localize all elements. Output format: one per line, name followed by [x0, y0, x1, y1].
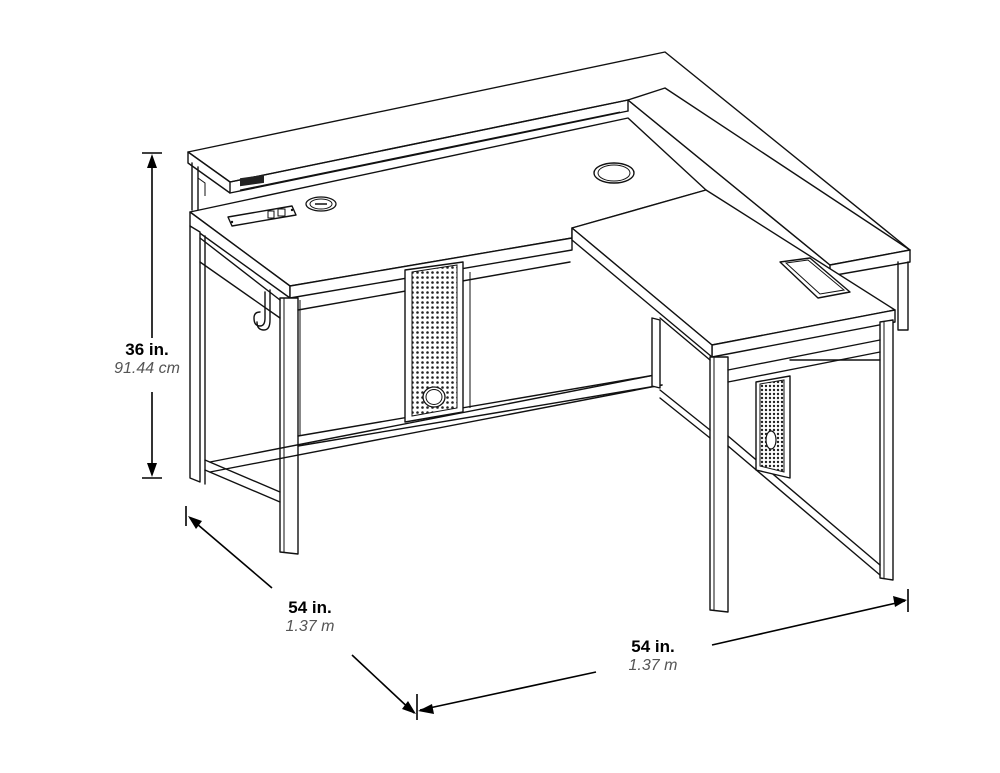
cable-management-tray — [779, 257, 851, 299]
width-imperial: 54 in. — [631, 637, 675, 656]
height-dimension-line — [142, 152, 162, 479]
wireless-charging-pad — [305, 196, 337, 212]
width-dimension-line — [418, 589, 909, 714]
height-imperial: 36 in. — [125, 340, 169, 359]
width-metric: 1.37 m — [628, 656, 678, 674]
cable-grommet — [593, 162, 635, 184]
depth-label: 54 in. 1.37 m — [255, 598, 365, 636]
headphone-hook — [253, 289, 271, 331]
power-outlet-strip — [227, 174, 297, 227]
mesh-panel-left — [404, 261, 464, 423]
depth-metric: 1.37 m — [285, 617, 335, 635]
hutch-shelf — [187, 51, 911, 331]
desk-frame-return — [659, 317, 894, 613]
height-metric: 91.44 cm — [114, 359, 180, 377]
desk-top-return — [571, 189, 896, 358]
depth-dimension-line — [185, 506, 418, 720]
depth-imperial: 54 in. — [288, 598, 332, 617]
mesh-panel-right — [755, 375, 791, 479]
desk-frame-left — [189, 225, 663, 555]
height-label: 36 in. 91.44 cm — [92, 340, 202, 378]
width-label: 54 in. 1.37 m — [598, 637, 708, 675]
